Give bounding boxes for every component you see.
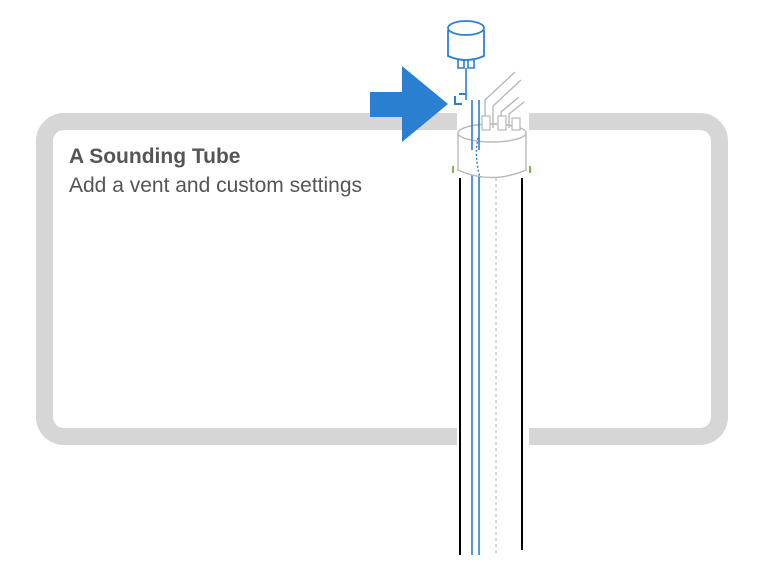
sounding-cap-top <box>447 20 485 36</box>
pipe-stub-1 <box>481 115 491 131</box>
pipe-stub-3 <box>511 117 521 131</box>
vent-pipe-4 <box>508 101 525 128</box>
right-arrow-icon <box>370 66 448 142</box>
sounding-cap-neck <box>457 60 465 69</box>
pipe-stub-2 <box>497 115 507 131</box>
card-title: A Sounding Tube <box>69 145 241 168</box>
card-subtitle: Add a vent and custom settings <box>69 174 363 197</box>
bracket-left <box>454 96 462 105</box>
info-card <box>36 113 728 445</box>
sounding-cap-body <box>447 30 485 61</box>
collar-dotted-curve <box>475 137 481 179</box>
tank-collar-top <box>457 123 527 143</box>
card-text: A Sounding Tube Add a vent and custom se… <box>69 143 362 201</box>
tank-collar-body <box>457 133 527 179</box>
vent-pipe-2 <box>492 79 522 128</box>
sounding-cap-neck-right <box>467 60 475 69</box>
